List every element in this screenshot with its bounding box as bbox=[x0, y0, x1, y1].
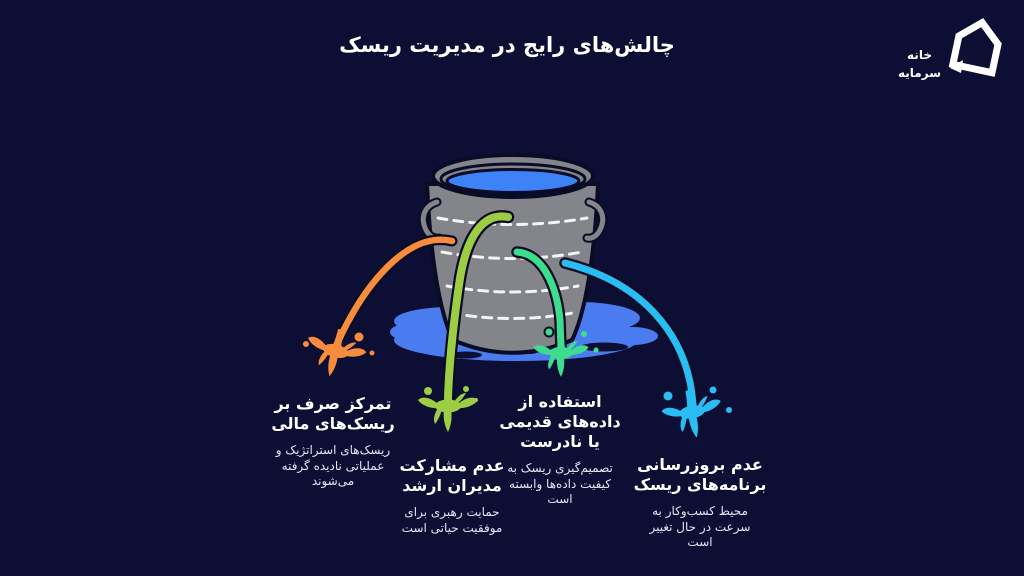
brand-logo: خانه سرمایه bbox=[898, 10, 1008, 84]
cyan-splash bbox=[658, 385, 732, 443]
mint-stream bbox=[511, 246, 567, 354]
orange-splash bbox=[300, 322, 375, 384]
challenge-description: حمایت رهبری برای موفقیت حیاتی است bbox=[401, 505, 503, 535]
challenge-item-no-senior-management-involvement: عدم مشارکت مدیران ارشد حمایت رهبری برای … bbox=[357, 456, 547, 536]
challenge-title: تمرکز صرف بر ریسک‌های مالی bbox=[271, 394, 395, 433]
logo-wedge bbox=[950, 60, 963, 73]
challenge-title: عدم مشارکت مدیران ارشد bbox=[399, 456, 505, 495]
leak-hole-droplet bbox=[543, 326, 555, 338]
challenge-item-financial-only-focus: تمرکز صرف بر ریسک‌های مالی ریسک‌های استر… bbox=[238, 394, 428, 490]
orange-stream bbox=[331, 234, 458, 350]
cyan-stream bbox=[559, 257, 699, 410]
challenge-description: ریسک‌های استراتژیک و عملیاتی نادیده گرفت… bbox=[275, 443, 391, 488]
challenge-description: محیط کسب‌وکار به سرعت در حال تغییر است bbox=[649, 504, 751, 549]
challenge-item-old-or-wrong-data: استفاده از داده‌های قدیمی یا نادرست تصمی… bbox=[465, 392, 655, 508]
bucket-water bbox=[445, 168, 581, 194]
mint-splash bbox=[533, 331, 599, 377]
page-title: چالش‌های رایج در مدیریت ریسک bbox=[339, 33, 675, 57]
challenge-item-outdated-risk-plans: عدم بروزرسانی برنامه‌های ریسک محیط کسب‌و… bbox=[605, 455, 795, 551]
challenge-title: عدم بروزرسانی برنامه‌های ریسک bbox=[633, 455, 767, 494]
challenge-description: تصمیم‌گیری ریسک به کیفیت داده‌ها وابسته … bbox=[507, 461, 613, 506]
brand-logo-text: خانه سرمایه bbox=[898, 48, 941, 80]
lime-stream bbox=[441, 210, 515, 405]
challenge-title: استفاده از داده‌های قدیمی یا نادرست bbox=[499, 392, 621, 451]
khane-sarmaye-house-icon bbox=[948, 17, 1002, 77]
lime-splash bbox=[418, 384, 478, 432]
